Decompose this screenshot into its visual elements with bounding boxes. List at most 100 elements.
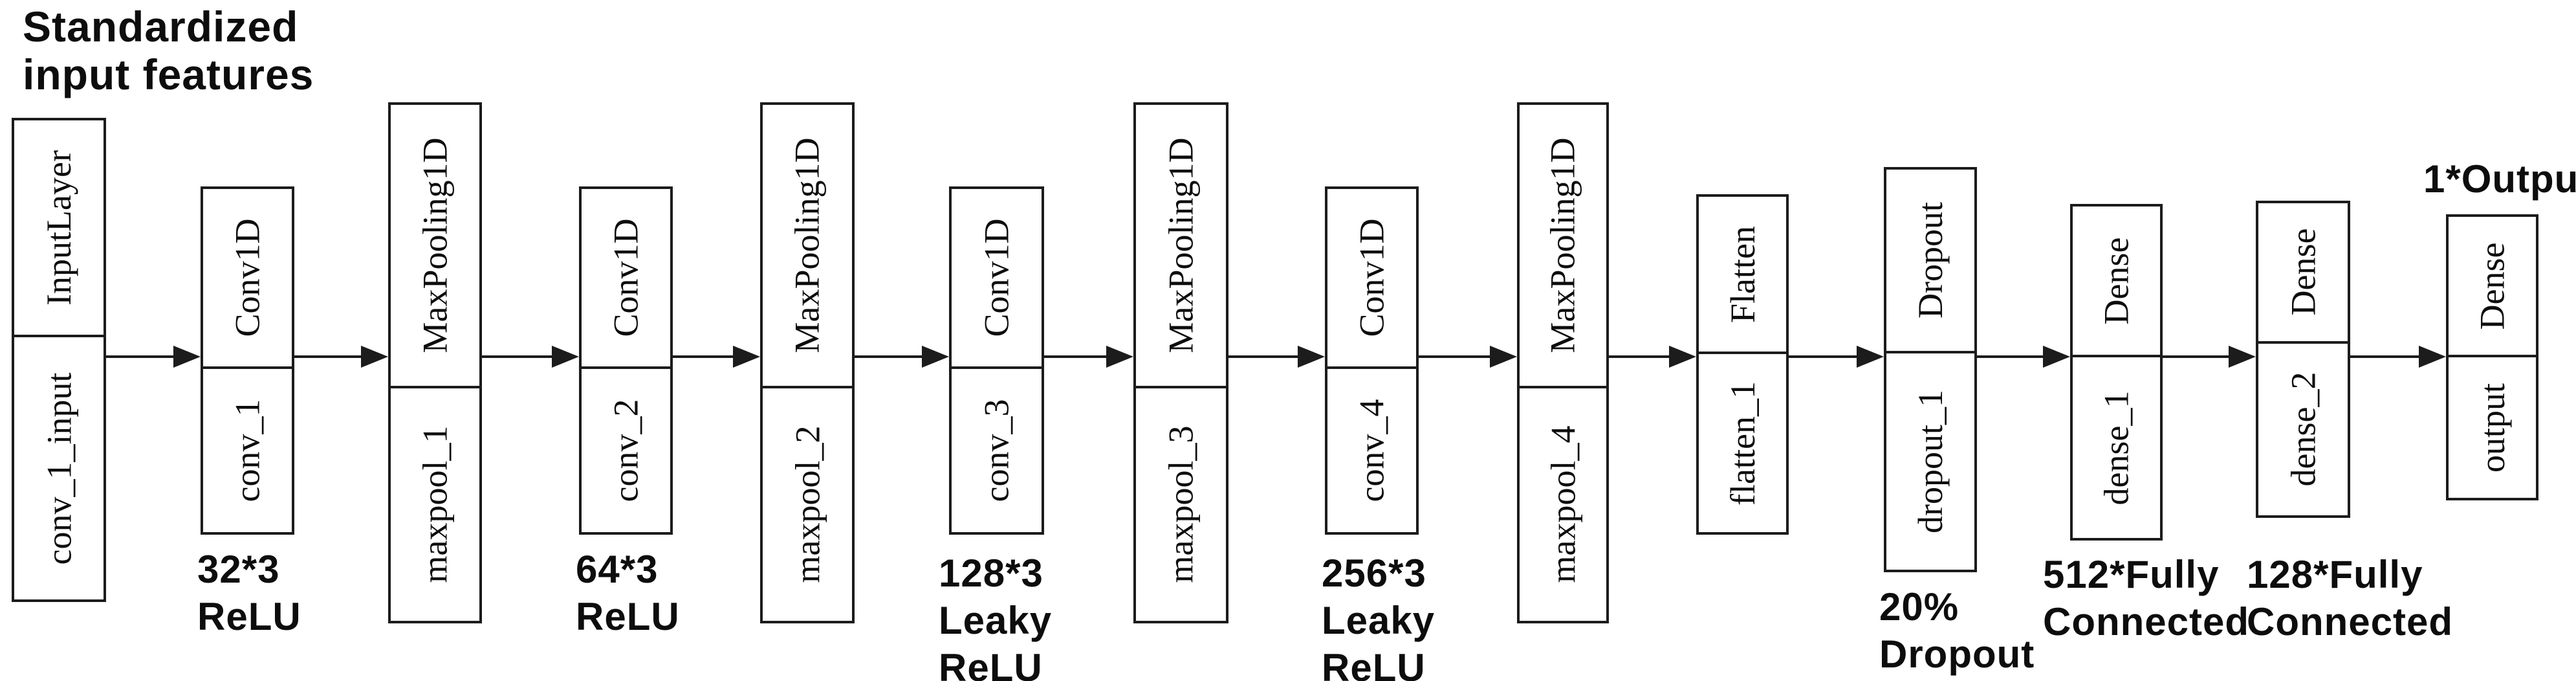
arrow-head-icon: [1298, 346, 1325, 368]
layer-name-label: maxpool_3: [1161, 425, 1201, 583]
annotation-line: 1*Output: [2423, 157, 2576, 201]
flow-arrow-line: [1228, 355, 1318, 358]
layer-name-label: maxpool_4: [1544, 425, 1583, 583]
layer-class-label: Dropout: [1911, 202, 1950, 319]
layer-class-cell: Dense: [2258, 203, 2348, 344]
layer-name-cell: maxpool_2: [763, 388, 852, 621]
layer-class-label: Conv1D: [977, 218, 1016, 337]
arrow-head-icon: [173, 346, 201, 368]
arrow-head-icon: [2419, 346, 2446, 368]
layer-name-label: maxpool_2: [788, 425, 827, 583]
layer-name-cell: output: [2449, 357, 2536, 498]
layer-name-label: flatten_1: [1723, 381, 1762, 506]
layer-box-maxpool_3: MaxPooling1D maxpool_3: [1133, 102, 1228, 623]
flow-arrow-line: [1044, 355, 1127, 358]
layer-class-cell: Conv1D: [1327, 189, 1416, 369]
layer-class-label: MaxPooling1D: [1544, 137, 1582, 353]
layer-class-label: Dense: [2283, 228, 2322, 316]
annotation-line: Connected: [2247, 600, 2454, 643]
layer-box-conv_1: Conv1D conv_1: [201, 186, 294, 535]
layer-box-dropout_1: Dropout dropout_1: [1884, 167, 1977, 572]
flow-arrow-line: [2163, 355, 2249, 358]
layer-name-cell: dropout_1: [1886, 353, 1974, 570]
layer-class-cell: Dropout: [1886, 170, 1974, 354]
layer-class-label: Dense: [2472, 242, 2512, 329]
layer-class-cell: Conv1D: [203, 189, 292, 369]
layer-name-label: conv_2: [606, 399, 646, 502]
layer-name-cell: maxpool_4: [1520, 388, 1606, 621]
layer-name-cell: maxpool_1: [391, 388, 479, 621]
annotation-line: 64*3: [576, 548, 659, 591]
layer-class-cell: MaxPooling1D: [1520, 105, 1606, 388]
layer-name-cell: flatten_1: [1699, 354, 1786, 532]
layer-name-label: dense_2: [2284, 372, 2323, 487]
layer-name-cell: conv_1_input: [14, 337, 104, 599]
layer-box-maxpool_4: MaxPooling1D maxpool_4: [1517, 102, 1609, 623]
layer-class-label: MaxPooling1D: [415, 137, 455, 353]
layer-class-label: Flatten: [1723, 225, 1762, 323]
layer-box-conv_4: Conv1D conv_4: [1325, 186, 1419, 535]
layer-annotation-output: 1*Output: [2423, 155, 2576, 203]
annotation-line: ReLU: [576, 595, 680, 638]
layer-name-label: dense_1: [2097, 390, 2136, 506]
layer-box-dense_2: Dense dense_2: [2256, 201, 2350, 518]
annotation-line: Dropout: [1879, 632, 2035, 676]
layer-class-label: MaxPooling1D: [788, 137, 827, 353]
arrow-head-icon: [1669, 346, 1696, 368]
arrow-head-icon: [1106, 346, 1133, 368]
layer-class-cell: InputLayer: [14, 120, 104, 338]
annotation-line: ReLU: [1322, 646, 1426, 681]
layer-class-cell: MaxPooling1D: [1136, 105, 1226, 388]
layer-name-label: conv_1: [228, 399, 267, 502]
annotation-line: Leaky: [1322, 599, 1435, 642]
layer-class-cell: Flatten: [1699, 197, 1786, 355]
layer-name-label: conv_1_input: [39, 372, 79, 565]
flow-arrow-line: [1977, 355, 2064, 358]
layer-name-cell: conv_1: [203, 369, 292, 532]
layer-class-cell: Conv1D: [582, 189, 670, 369]
flow-arrow-line: [482, 355, 573, 358]
layer-name-label: conv_4: [1352, 399, 1392, 502]
layer-name-label: maxpool_1: [415, 425, 455, 583]
annotation-line: 20%: [1879, 585, 1959, 629]
flow-arrow-line: [106, 355, 194, 358]
layer-box-flatten_1: Flatten flatten_1: [1696, 194, 1789, 535]
layer-name-cell: conv_4: [1327, 369, 1416, 532]
layer-class-label: Dense: [2097, 237, 2136, 325]
layer-box-conv_2: Conv1D conv_2: [579, 186, 673, 535]
flow-arrow-line: [1609, 355, 1690, 358]
layer-box-conv_3: Conv1D conv_3: [949, 186, 1044, 535]
flow-arrow-line: [1419, 355, 1511, 358]
annotation-line: 128*Fully: [2247, 553, 2423, 596]
layer-name-cell: conv_3: [952, 369, 1042, 532]
layer-name-label: conv_3: [977, 399, 1016, 502]
arrow-head-icon: [2229, 346, 2256, 368]
layer-class-label: InputLayer: [39, 150, 79, 306]
layer-class-cell: Dense: [2073, 207, 2160, 358]
annotation-line: ReLU: [939, 646, 1043, 681]
layer-box-output: Dense output: [2446, 214, 2538, 500]
layer-name-label: dropout_1: [1911, 390, 1950, 534]
layer-box-dense_1: Dense dense_1: [2070, 204, 2163, 541]
arrow-head-icon: [733, 346, 760, 368]
layer-name-cell: dense_2: [2258, 344, 2348, 515]
annotation-line: Leaky: [939, 599, 1053, 642]
layer-name-label: output: [2472, 383, 2512, 473]
arrow-head-icon: [1857, 346, 1884, 368]
diagram-title: Standardized input features: [23, 3, 314, 98]
layer-class-label: Conv1D: [1352, 218, 1392, 337]
layer-box-conv_1_input: InputLayer conv_1_input: [12, 118, 106, 602]
layer-box-maxpool_1: MaxPooling1D maxpool_1: [388, 102, 482, 623]
flow-arrow-line: [855, 355, 943, 358]
flow-arrow-line: [673, 355, 754, 358]
layer-class-cell: MaxPooling1D: [391, 105, 479, 388]
layer-class-cell: MaxPooling1D: [763, 105, 852, 388]
title-line-1: Standardized: [23, 3, 299, 50]
flow-arrow-line: [294, 355, 382, 358]
